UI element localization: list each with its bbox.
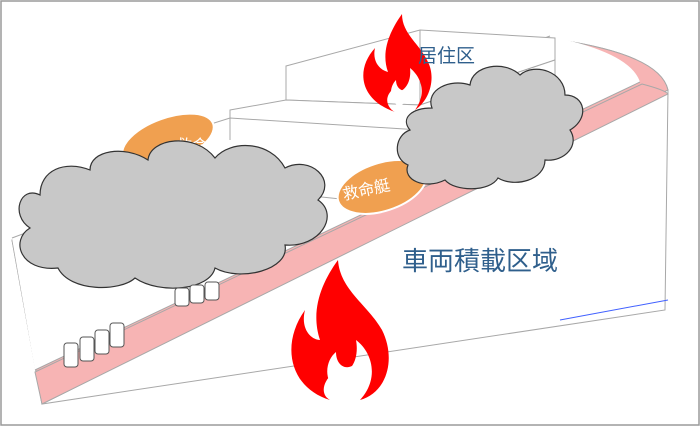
flame-top-highlight	[391, 80, 408, 106]
vehicle-5	[174, 287, 190, 307]
flame-bottom-icon	[291, 260, 389, 400]
vehicle-2	[79, 336, 95, 362]
vehicle-4	[109, 322, 125, 348]
smoke-cloud-right	[396, 65, 584, 190]
waterline	[559, 299, 669, 321]
flame-top-icon	[363, 14, 432, 112]
vehicle-3	[94, 329, 110, 355]
vehicle-group-left	[63, 322, 125, 368]
vehicle-group-mid	[174, 281, 220, 307]
vehicle-1	[63, 342, 79, 368]
residential-area-label: 居住区	[418, 45, 475, 67]
vehicle-deck-area-label: 車両積載区域	[402, 247, 558, 277]
vehicle-6	[189, 284, 205, 304]
flame-bottom-highlight	[327, 352, 355, 392]
vehicle-7	[204, 281, 220, 301]
smoke-cloud-left	[18, 140, 328, 289]
